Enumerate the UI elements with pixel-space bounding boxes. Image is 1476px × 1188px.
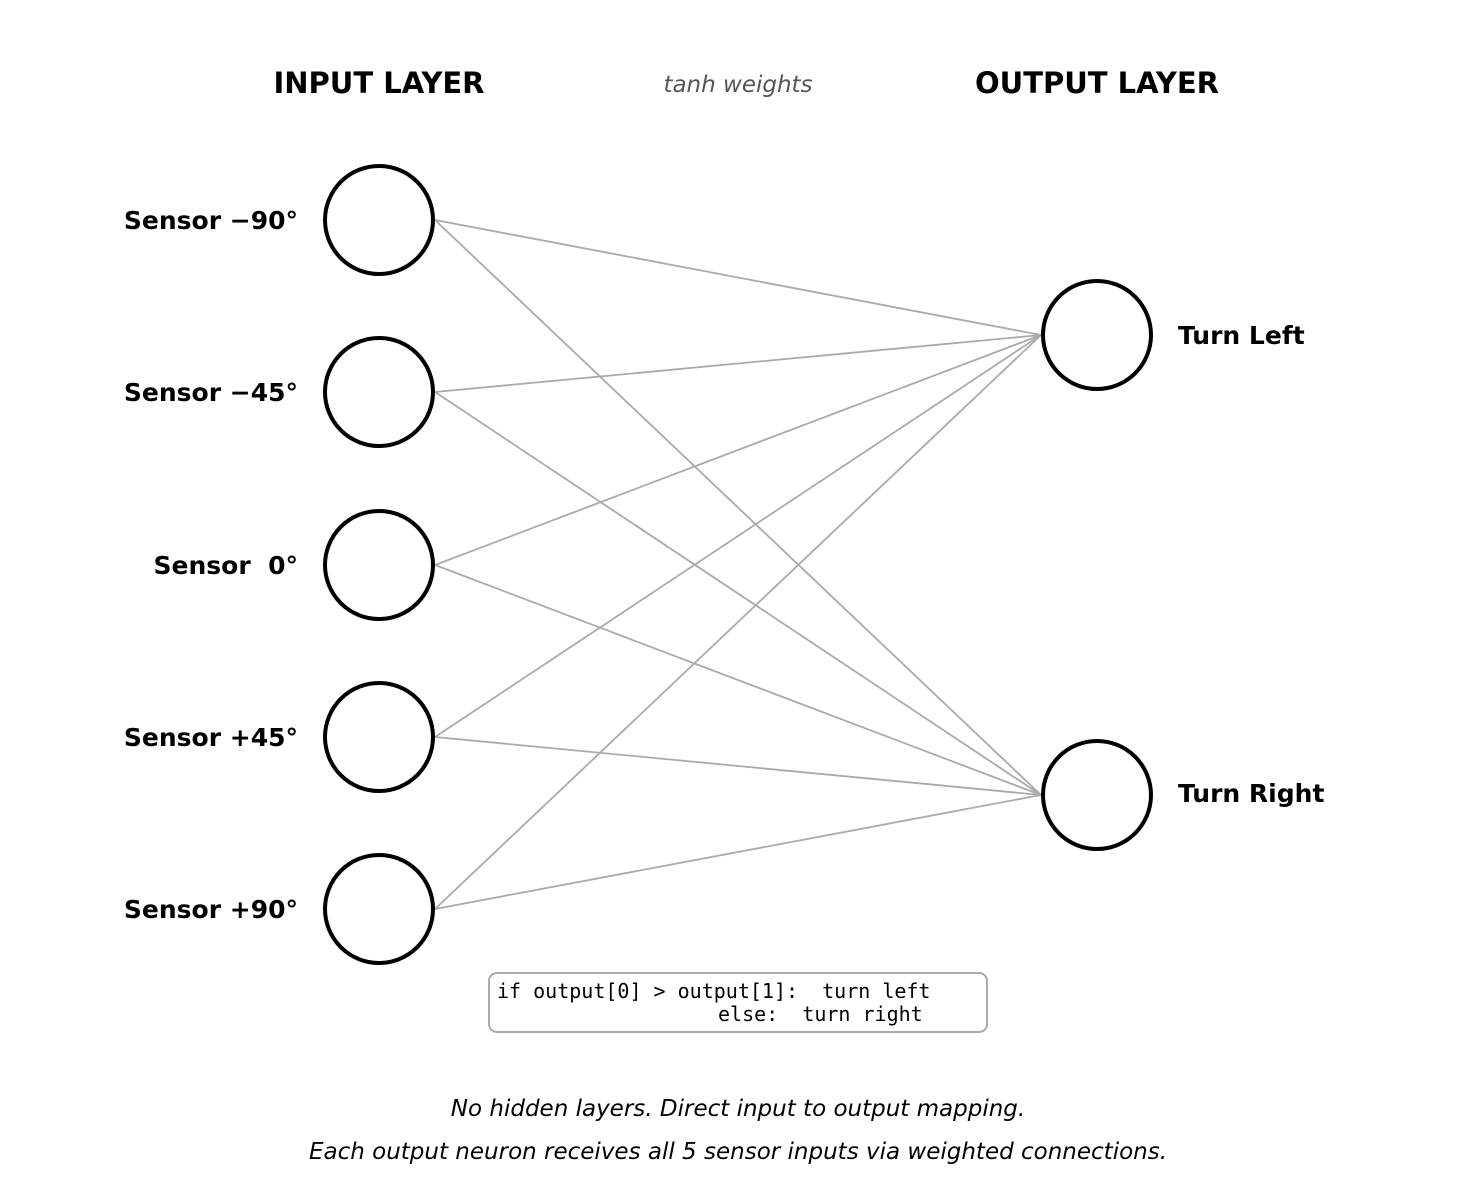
decision-rule-line-1: if output[0] > output[1]: turn left xyxy=(497,979,930,1003)
edge-in3-out0 xyxy=(434,334,1042,738)
input-neuron-label: Sensor −90° xyxy=(124,206,298,235)
output-neuron xyxy=(1041,739,1153,851)
output-neuron-label: Turn Right xyxy=(1178,779,1324,808)
decision-rule: if output[0] > output[1]: turn left else… xyxy=(488,972,988,1033)
input-neuron-label: Sensor −45° xyxy=(124,378,298,407)
input-neuron xyxy=(323,164,435,276)
input-neuron xyxy=(323,509,435,621)
connections xyxy=(434,219,1042,910)
edge-in3-out1 xyxy=(434,736,1042,796)
input-layer: Sensor −90° Sensor −45° Sensor 0° Sensor… xyxy=(124,164,435,965)
edge-in4-out0 xyxy=(434,334,1042,910)
edge-in2-out1 xyxy=(434,564,1042,796)
output-neuron xyxy=(1041,279,1153,391)
edge-in0-out1 xyxy=(434,219,1042,796)
caption-line-2: Each output neuron receives all 5 sensor… xyxy=(309,1139,1167,1165)
input-neuron-label: Sensor 0° xyxy=(154,551,298,580)
edge-in2-out0 xyxy=(434,334,1042,566)
input-neuron xyxy=(323,853,435,965)
edge-in1-out0 xyxy=(434,334,1042,393)
output-neuron-label: Turn Left xyxy=(1178,321,1305,350)
edge-in1-out1 xyxy=(434,391,1042,796)
caption-line-1: No hidden layers. Direct input to output… xyxy=(451,1096,1025,1122)
output-layer-title: OUTPUT LAYER xyxy=(975,66,1219,100)
decision-rule-line-2: else: turn right xyxy=(718,1002,923,1026)
edge-in4-out1 xyxy=(434,794,1042,910)
input-neuron-label: Sensor +45° xyxy=(124,723,298,752)
input-neuron xyxy=(323,681,435,793)
output-layer: Turn Left Turn Right xyxy=(1041,279,1324,851)
weights-title: tanh weights xyxy=(663,72,812,98)
input-neuron-label: Sensor +90° xyxy=(124,895,298,924)
decision-rule-box xyxy=(488,972,988,1033)
input-neuron xyxy=(323,336,435,448)
input-layer-title: INPUT LAYER xyxy=(273,66,484,100)
edge-in0-out0 xyxy=(434,219,1042,336)
